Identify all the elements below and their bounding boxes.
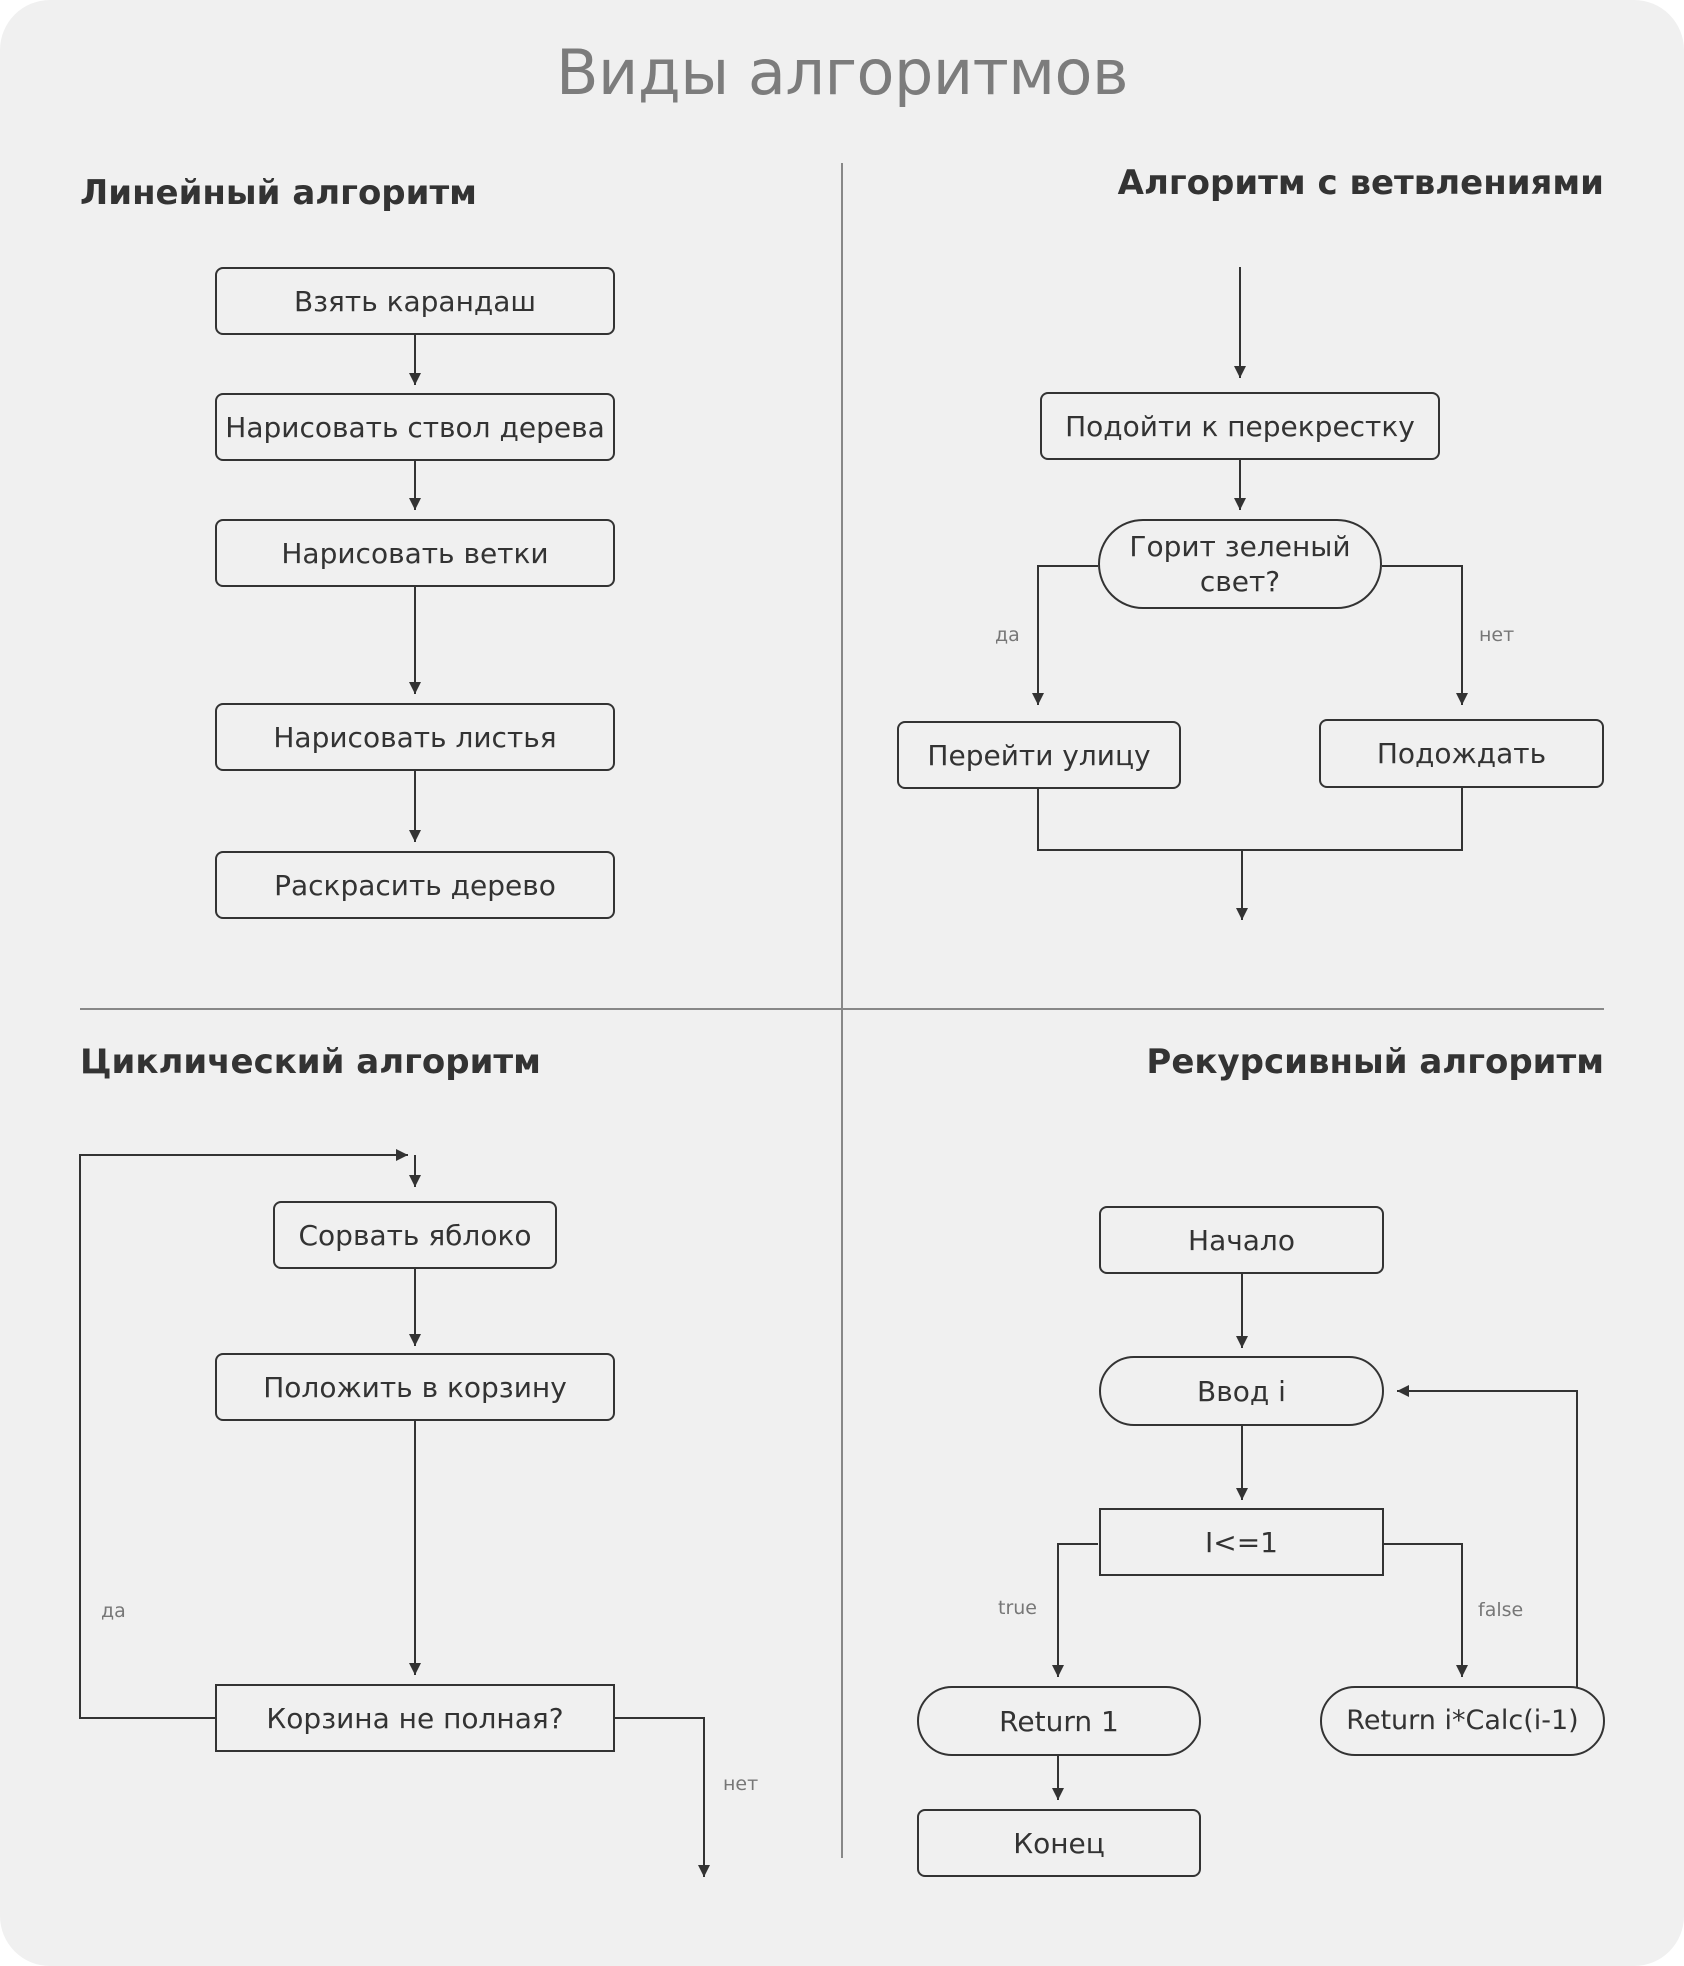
linear-heading: Линейный алгоритм xyxy=(80,173,477,213)
recursive-false-line xyxy=(1384,1543,1468,1677)
branch-no-label: нет xyxy=(1479,624,1515,646)
branch-merge-line xyxy=(1037,788,1463,851)
branch-yes-line xyxy=(1032,565,1098,705)
branch-no-line xyxy=(1382,565,1468,705)
cyclic-condition: Корзина не полная? xyxy=(215,1684,615,1752)
cyclic-step-2: Положить в корзину xyxy=(215,1353,615,1421)
cyclic-loop-line xyxy=(79,1149,408,1719)
recursive-input: Ввод i xyxy=(1099,1356,1384,1426)
recursive-return-one: Return 1 xyxy=(917,1686,1201,1756)
branch-start-box: Подойти к перекрестку xyxy=(1040,392,1440,460)
linear-step-5: Раскрасить дерево xyxy=(215,851,615,919)
linear-step-2: Нарисовать ствол дерева xyxy=(215,393,615,461)
recursive-true-line xyxy=(1052,1543,1098,1677)
recursive-end-box: Конец xyxy=(917,1809,1201,1877)
recursive-false-label: false xyxy=(1478,1599,1524,1621)
recursive-true-label: true xyxy=(998,1597,1037,1619)
cyclic-yes-label: да xyxy=(101,1600,126,1622)
cyclic-step-1: Сорвать яблоко xyxy=(273,1201,557,1269)
recursive-heading: Рекурсивный алгоритм xyxy=(1146,1042,1604,1082)
recursive-return-recursive: Return i*Calc(i-1) xyxy=(1320,1686,1605,1756)
cyclic-heading: Циклический алгоритм xyxy=(80,1042,541,1082)
branch-no-action: Подождать xyxy=(1319,719,1604,788)
branch-condition: Горит зеленый свет? xyxy=(1098,519,1382,609)
cyclic-no-label: нет xyxy=(723,1773,759,1795)
recursive-start-box: Начало xyxy=(1099,1206,1384,1274)
linear-step-3: Нарисовать ветки xyxy=(215,519,615,587)
page-title: Виды алгоритмов xyxy=(556,36,1129,109)
branching-heading: Алгоритм с ветвлениями xyxy=(1117,163,1604,203)
branch-yes-action: Перейти улицу xyxy=(897,721,1181,789)
recursive-loop-line xyxy=(1397,1385,1578,1688)
linear-step-4: Нарисовать листья xyxy=(215,703,615,771)
cyclic-exit-line xyxy=(615,1717,710,1877)
linear-step-1: Взять карандаш xyxy=(215,267,615,335)
recursive-condition: I<=1 xyxy=(1099,1508,1384,1576)
branch-yes-label: да xyxy=(995,624,1020,646)
